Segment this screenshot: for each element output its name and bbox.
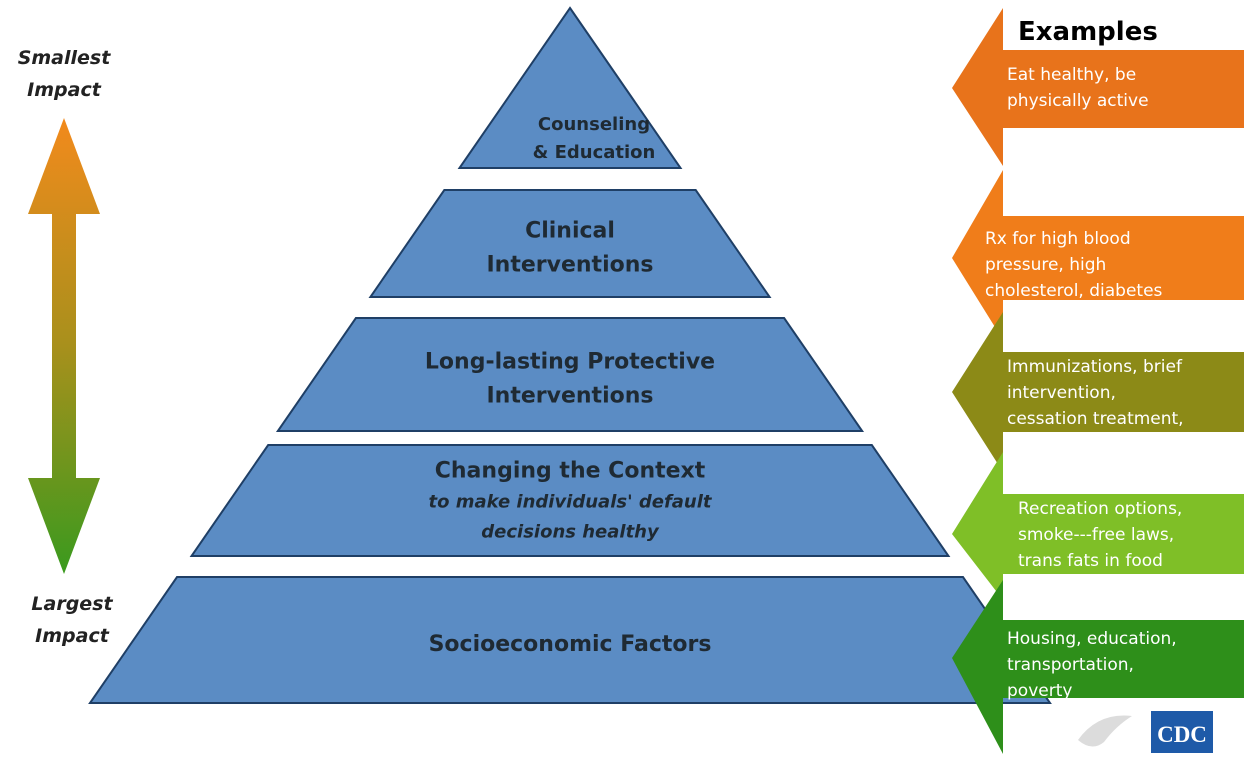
- example-text: transportation,: [1007, 655, 1134, 675]
- left-arrow-icon: [952, 452, 1244, 600]
- example-text: smoke---free laws,: [1018, 525, 1174, 545]
- example-text: physically active: [1007, 91, 1149, 111]
- left-arrow-icon: [952, 580, 1244, 754]
- example-text: Eat healthy, be: [1007, 65, 1136, 85]
- largest-impact-label: Impact: [35, 625, 110, 647]
- example-text: pressure, high: [985, 255, 1106, 275]
- example-arrow-3: Immunizations, brief intervention, cessati…: [952, 312, 1244, 472]
- left-arrow-icon: [952, 170, 1244, 340]
- eagle-emblem-icon: [1078, 715, 1132, 747]
- left-arrow-icon: [952, 312, 1244, 472]
- example-arrow-5: Housing, education, transportation, povert…: [952, 580, 1244, 754]
- pyramid: Counseling & EducationClinicalInterventio…: [88, 6, 1052, 704]
- example-text: Housing, education,: [1007, 629, 1177, 649]
- tier-shape: [275, 317, 865, 432]
- example-text: trans fats in food: [1018, 551, 1163, 571]
- tier-shape: [457, 6, 683, 169]
- example-text: Recreation options,: [1018, 499, 1182, 519]
- tier-shape: [189, 444, 951, 557]
- left-arrow-icon: [952, 8, 1244, 166]
- tier-title: Socioeconomic Factors: [429, 632, 712, 657]
- example-arrow-4: Recreation options, smoke---free laws, tra…: [952, 452, 1244, 600]
- largest-impact-label: Largest: [31, 593, 113, 615]
- example-text: Rx for high blood: [985, 229, 1131, 249]
- tier-title: Long-lasting Protective: [425, 350, 715, 375]
- tier-shape: [368, 189, 772, 298]
- tier-changing-the-context: Changing the Context to make individuals'…: [189, 444, 951, 557]
- example-arrow-1: Eat healthy, be physically active: [952, 8, 1244, 166]
- tier-title: Interventions: [487, 384, 654, 409]
- tier-shape: [88, 576, 1052, 704]
- tier-subtitle: to make individuals' default: [428, 492, 712, 513]
- example-text: poverty: [1007, 681, 1072, 701]
- tier-subtitle: decisions healthy: [481, 522, 660, 543]
- tier-title: & Education: [533, 142, 656, 163]
- smallest-impact-label: Impact: [27, 79, 102, 101]
- cdc-badge: [1151, 711, 1213, 753]
- example-text: cessation treatment,: [1007, 409, 1184, 429]
- smallest-impact-label: Smallest: [18, 47, 112, 69]
- example-text: intervention,: [1007, 383, 1116, 403]
- example-text: cholesterol, diabetes: [985, 281, 1163, 301]
- tier-title: Changing the Context: [435, 459, 706, 484]
- example-text: Immunizations, brief: [1007, 357, 1183, 377]
- cdc-logo: CDC: [1078, 711, 1213, 753]
- example-arrow-2: Rx for high blood pressure, high cholester…: [952, 170, 1244, 340]
- tier-counseling-education: Counseling & Education: [457, 6, 683, 169]
- cdc-logo-text: CDC: [1157, 722, 1207, 747]
- tier-title: Counseling: [538, 114, 650, 135]
- double-arrow-icon: [28, 118, 100, 574]
- tier-title: Clinical: [525, 219, 615, 244]
- tier-title: Interventions: [487, 253, 654, 278]
- tier-socioeconomic-factors: Socioeconomic Factors: [88, 576, 1052, 704]
- examples-heading: Examples: [1018, 17, 1158, 47]
